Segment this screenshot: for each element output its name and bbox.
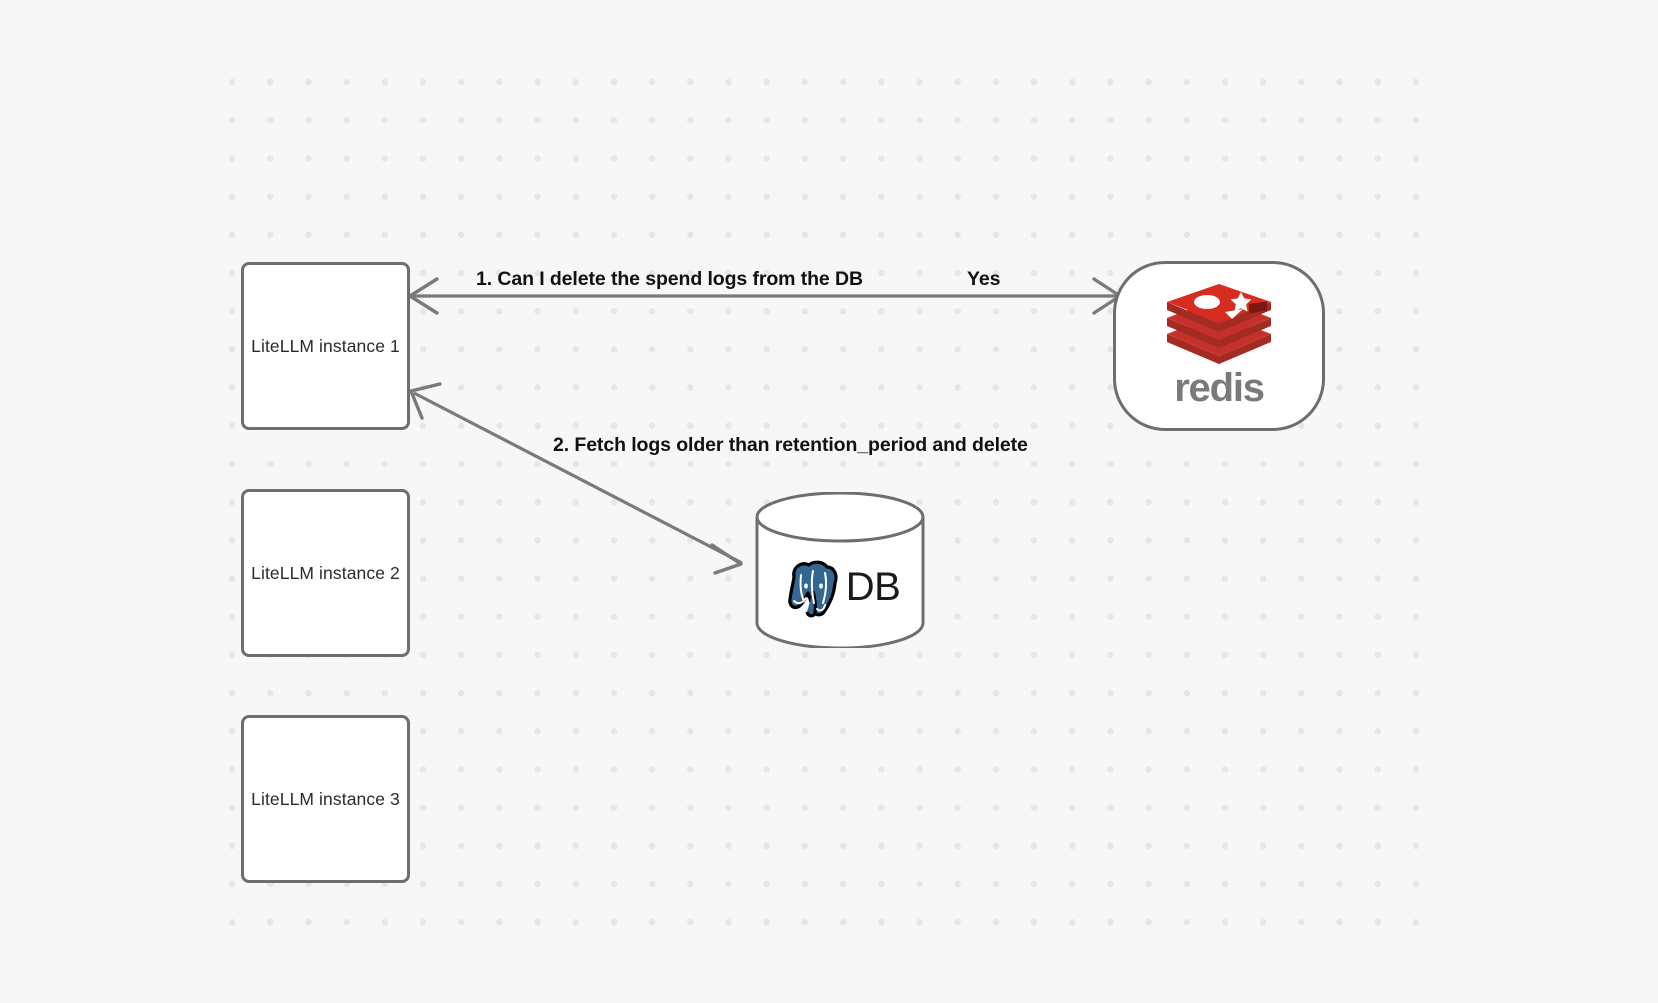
edge-label-1-reply: Yes: [967, 268, 1001, 290]
node-litellm-instance-1-label: LiteLLM instance 1: [251, 335, 400, 356]
edge-db-litellm1: [409, 382, 743, 575]
node-litellm-instance-2[interactable]: LiteLLM instance 2: [241, 489, 410, 657]
edge-label-2: 2. Fetch logs older than retention_perio…: [553, 434, 1028, 456]
node-litellm-instance-2-label: LiteLLM instance 2: [251, 562, 400, 583]
postgresql-elephant-icon: [787, 560, 838, 618]
arrowhead-lower-right: [710, 543, 743, 575]
redis-wordmark: redis: [1174, 366, 1265, 410]
db-cylinder-shape: [755, 492, 925, 648]
node-litellm-instance-3-label: LiteLLM instance 3: [251, 788, 400, 809]
arrowhead-upper-left: [409, 382, 442, 420]
redis-logo-icon: [1167, 284, 1271, 364]
edge-label-1: 1. Can I delete the spend logs from the …: [476, 268, 863, 290]
node-litellm-instance-1[interactable]: LiteLLM instance 1: [241, 262, 410, 430]
node-redis[interactable]: redis: [1113, 261, 1325, 431]
db-label: DB: [845, 565, 901, 609]
node-litellm-instance-3[interactable]: LiteLLM instance 3: [241, 715, 410, 883]
arrowhead-left: [408, 277, 439, 315]
node-db[interactable]: DB: [754, 492, 926, 648]
